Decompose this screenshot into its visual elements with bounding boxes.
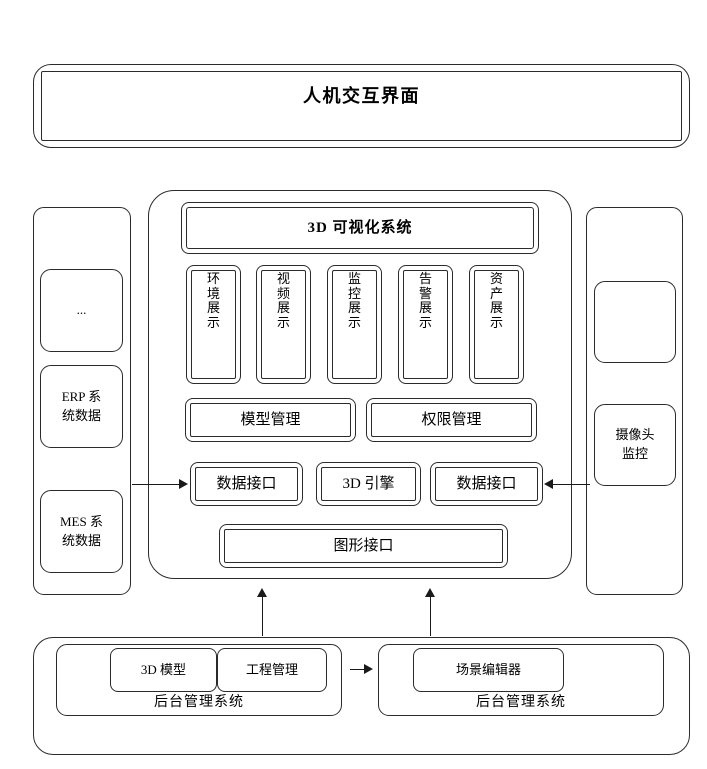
left-source-label-mes: MES 系 统数据 [60,513,103,548]
left-source-box-ellipsis[interactable]: ... [40,269,123,352]
display-module-environment[interactable]: 环 境 展 示 [186,265,241,384]
char: 展 [418,300,432,316]
visualization-system-label: 3D 可视化系统 [307,219,413,236]
char: 示 [276,314,290,330]
char: 视 [276,271,290,286]
backend-item-3d-model[interactable]: 3D 模型 [110,648,217,692]
module-data-interface-left-label: 数据接口 [216,475,277,492]
module-graphics-interface-label: 图形接口 [333,537,394,554]
char: 展 [489,300,503,316]
backend-item-scene-editor-label: 场景编辑器 [455,661,521,677]
char: 示 [489,314,503,330]
char: 告 [418,271,432,286]
display-module-monitoring-label: 监 控 展 示 [328,271,381,330]
module-permission-management-label: 权限管理 [421,411,482,428]
char: 展 [347,300,361,316]
module-3d-engine[interactable]: 3D 引擎 [316,462,421,506]
left-source-label-ellipsis: ... [76,302,87,318]
visualization-system-header[interactable]: 3D 可视化系统 [181,202,539,254]
module-permission-management[interactable]: 权限管理 [366,398,537,442]
connector-left-data-arrowhead [179,479,188,489]
backend-item-3d-model-label: 3D 模型 [140,661,187,677]
char: 监 [347,271,361,286]
backend-item-project-management-label: 工程管理 [245,661,298,677]
connector-backend-bridge-line [350,669,366,670]
right-source-column [586,207,683,595]
display-module-asset-label: 资 产 展 示 [470,271,523,330]
display-module-alarm[interactable]: 告 警 展 示 [398,265,453,384]
char: 示 [347,314,361,330]
connector-backend-right-line [430,594,431,636]
right-source-box-camera[interactable]: 摄像头 监控 [594,404,676,486]
left-source-box-mes[interactable]: MES 系 统数据 [40,490,123,573]
char: 警 [418,285,432,301]
module-model-management-label: 模型管理 [240,411,301,428]
connector-right-camera-arrowhead [544,479,553,489]
char: 控 [347,285,361,301]
backend-panel-left-caption: 后台管理系统 [154,694,244,710]
backend-item-scene-editor[interactable]: 场景编辑器 [413,648,564,692]
connector-left-data-line [132,484,182,485]
char: 境 [206,285,220,301]
module-data-interface-right-label: 数据接口 [456,475,517,492]
char: 展 [276,300,290,316]
left-source-label-erp: ERP 系 统数据 [61,388,102,423]
module-data-interface-right[interactable]: 数据接口 [430,462,543,506]
display-module-video[interactable]: 视 频 展 示 [256,265,311,384]
char: 频 [276,285,290,301]
connector-backend-left-line [262,594,263,636]
connector-backend-right-arrowhead [425,588,435,597]
char: 展 [206,300,220,316]
display-module-environment-label: 环 境 展 示 [187,271,240,330]
connector-backend-left-arrowhead [257,588,267,597]
module-graphics-interface[interactable]: 图形接口 [219,524,508,568]
backend-panel-right-caption: 后台管理系统 [476,694,566,710]
display-module-alarm-label: 告 警 展 示 [399,271,452,330]
right-source-label-camera: 摄像头 监控 [615,427,655,461]
char: 环 [206,271,220,286]
char: 示 [206,314,220,330]
module-3d-engine-label: 3D 引擎 [342,475,395,492]
module-data-interface-left[interactable]: 数据接口 [190,462,303,506]
right-source-box-empty[interactable] [594,281,676,363]
display-module-asset[interactable]: 资 产 展 示 [469,265,524,384]
backend-item-project-management[interactable]: 工程管理 [217,648,327,692]
display-module-video-label: 视 频 展 示 [257,271,310,330]
connector-right-camera-line [552,484,590,485]
char: 资 [489,271,503,286]
char: 示 [418,314,432,330]
left-source-box-erp[interactable]: ERP 系 统数据 [40,365,123,448]
top-panel-label: 人机交互界面 [303,86,420,106]
connector-backend-bridge-arrowhead [364,664,373,674]
char: 产 [489,285,503,301]
right-source-label-empty [595,282,675,362]
display-module-monitoring[interactable]: 监 控 展 示 [327,265,382,384]
center-panel [148,190,572,579]
top-panel-inner: 人机交互界面 [41,71,682,141]
module-model-management[interactable]: 模型管理 [185,398,356,442]
